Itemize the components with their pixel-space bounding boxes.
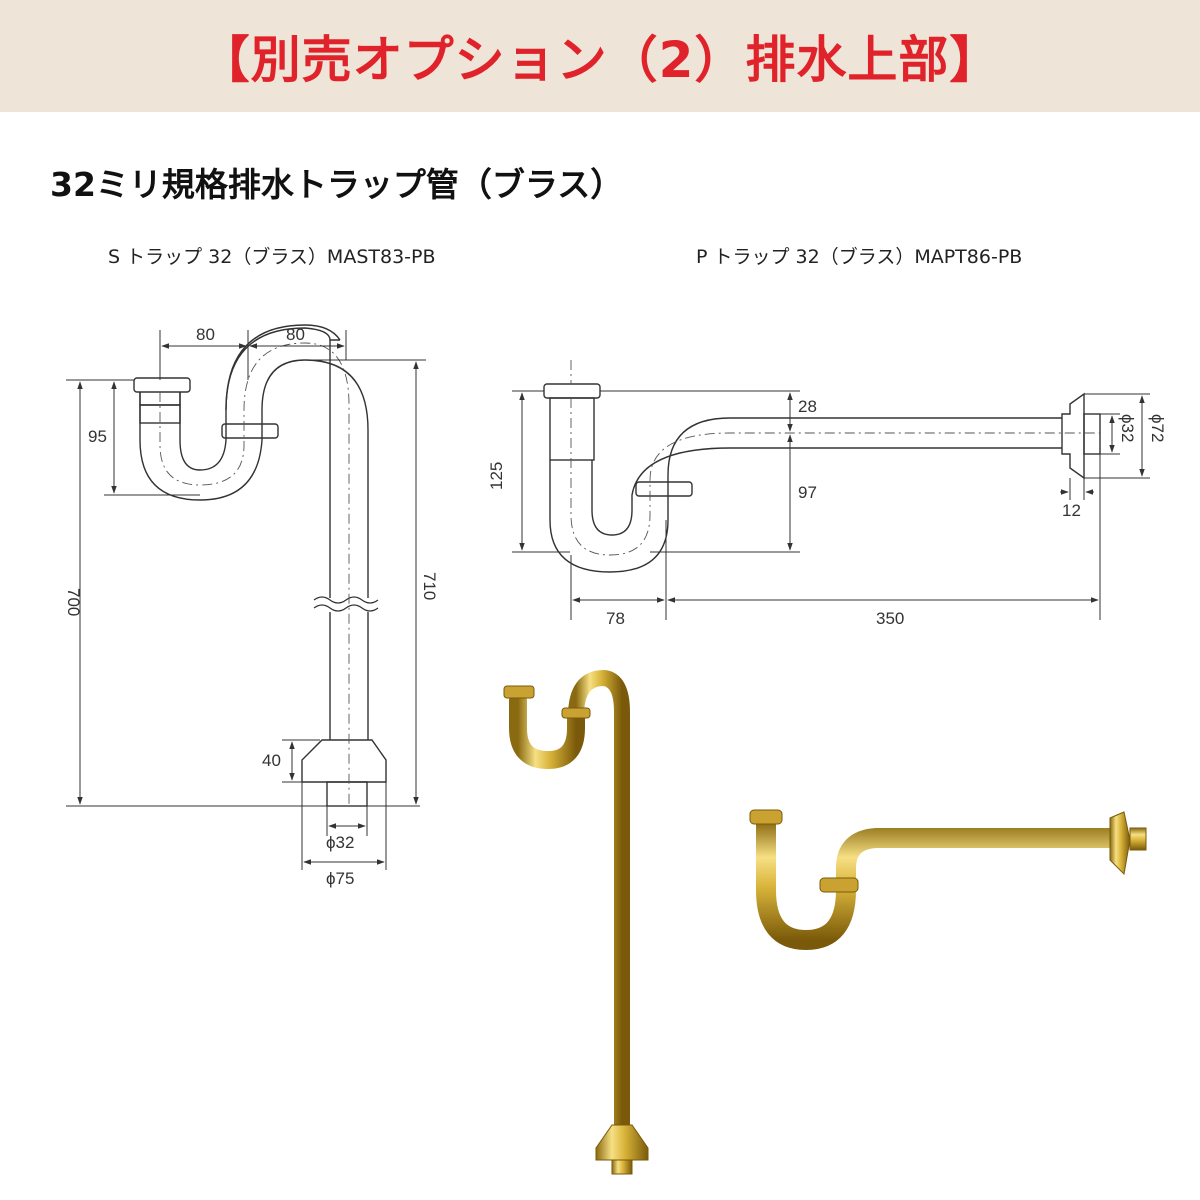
p-trap-caption: P トラップ 32（ブラス）MAPT86-PB	[696, 246, 1023, 268]
p-trap-dim-350: 350	[876, 609, 904, 628]
section-title: 32ミリ規格排水トラップ管（ブラス）	[50, 165, 624, 204]
s-trap-dim-40: 40	[262, 751, 281, 770]
p-trap-dim-78: 78	[606, 609, 625, 628]
s-trap-pipe-outline	[139, 324, 369, 740]
p-trap-pipe-outline	[549, 417, 1062, 573]
p-trap-dim-12: 12	[1062, 501, 1081, 520]
s-trap-dim-dia75: ϕ75	[326, 869, 354, 888]
p-trap-top-nut	[543, 383, 601, 399]
p-trap-photo	[749, 809, 1147, 951]
s-trap-dim-95: 95	[88, 427, 107, 446]
p-trap-drawing	[543, 360, 1101, 573]
s-trap-photo	[503, 669, 649, 1175]
s-trap-break-mark	[313, 596, 379, 612]
s-trap-caption: S トラップ 32（ブラス）MAST83-PB	[108, 246, 436, 268]
s-trap-top-nut	[133, 377, 191, 393]
s-trap-dim-700: 700	[64, 588, 83, 616]
p-trap-dimensions	[512, 390, 1150, 620]
p-trap-dim-97: 97	[798, 483, 817, 502]
p-trap-dim-dia32: ϕ32	[1118, 414, 1137, 442]
s-trap-dim-710: 710	[420, 572, 439, 600]
page-title: 【別売オプション（2）排水上部】	[199, 31, 1001, 89]
s-trap-dim-dia32: ϕ32	[326, 833, 354, 852]
p-trap-mid-nut	[635, 481, 693, 497]
p-trap-dim-125: 125	[487, 462, 506, 490]
header-banner: 【別売オプション（2）排水上部】	[0, 0, 1200, 112]
s-trap-dim-width-right: 80	[286, 325, 305, 344]
p-trap-dim-dia72: ϕ72	[1148, 414, 1167, 442]
s-trap-cone-base	[301, 739, 387, 783]
s-trap-mid-nut	[221, 423, 279, 439]
s-trap-dim-width-left: 80	[196, 325, 215, 344]
s-trap-drawing	[133, 324, 387, 807]
p-trap-wall-flange	[1061, 392, 1085, 480]
p-trap-dim-28: 28	[798, 397, 817, 416]
s-trap-dimensions	[66, 330, 426, 870]
